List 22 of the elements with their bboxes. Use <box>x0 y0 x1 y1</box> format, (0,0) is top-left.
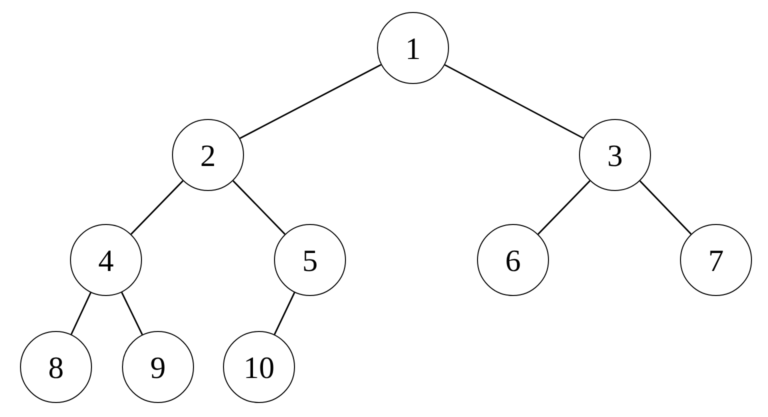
node-label: 1 <box>405 32 421 64</box>
tree-node-circle <box>274 224 346 296</box>
connector-line <box>130 180 184 235</box>
node-label: 8 <box>48 352 64 382</box>
connector-line <box>121 292 143 335</box>
node-label: 9 <box>150 352 166 382</box>
connector-line <box>274 292 296 335</box>
connector-line <box>70 292 92 335</box>
tree-node-circle <box>70 224 142 296</box>
connector-line <box>538 180 590 235</box>
connector-line <box>232 180 286 235</box>
node-label: 2 <box>200 140 216 170</box>
connector-line <box>639 180 692 235</box>
connector-line <box>240 64 382 139</box>
tree-node-circle <box>172 119 244 191</box>
node-label: 7 <box>708 244 724 276</box>
node-label: 3 <box>607 140 623 170</box>
node-label: 10 <box>244 352 274 382</box>
node-label: 4 <box>98 244 114 276</box>
node-label: 5 <box>302 244 318 276</box>
node-label: 6 <box>505 244 521 276</box>
connector-line <box>444 64 584 139</box>
